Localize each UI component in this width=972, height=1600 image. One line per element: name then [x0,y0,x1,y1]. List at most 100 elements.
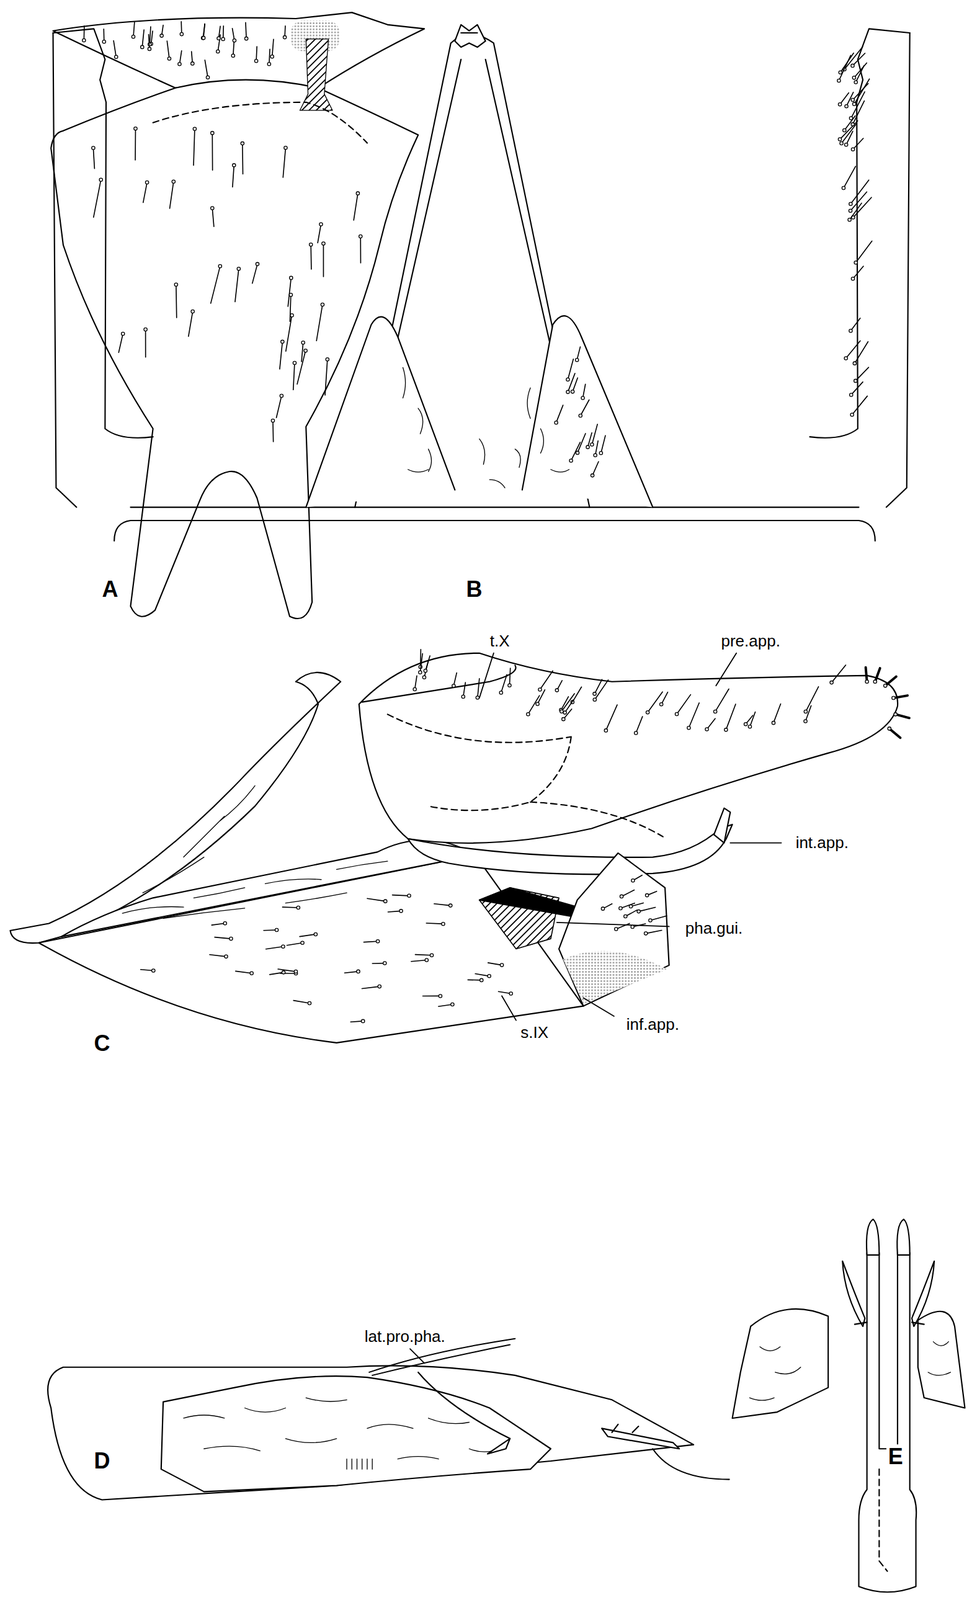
seta [309,243,313,270]
seta-line [477,678,480,698]
seta [131,22,135,39]
seta [209,954,228,959]
seta-socket [210,131,215,135]
seta-socket [217,36,221,40]
seta-line [889,728,901,738]
membrane [61,839,476,937]
seta-socket [644,931,648,935]
seta-socket [121,331,125,335]
seta-socket [192,127,197,131]
seta-socket [289,293,293,297]
seta-socket [852,102,857,106]
seta-line [488,962,502,966]
seta-line [353,193,358,221]
seta-socket [873,679,877,683]
seta-socket [441,922,445,926]
seta [221,26,225,41]
seta-socket [849,329,853,333]
seta-line [852,83,869,100]
seta-socket [289,276,293,280]
seta [353,191,360,221]
seta-socket [586,445,590,449]
seta-socket [634,731,638,735]
seta [771,703,781,724]
seta-socket [687,726,691,730]
seta [538,670,553,692]
seta-line [233,40,235,56]
seta-socket [844,104,848,108]
endotheca-wrinkles [183,1397,500,1469]
seta [674,694,691,716]
seta [893,712,910,719]
seta-socket [849,393,853,397]
seta [526,695,540,716]
seta [235,267,241,303]
seta-line [577,433,586,453]
seta-line [846,340,861,358]
seta-socket [296,905,300,909]
seta [628,902,644,908]
seta [851,101,865,126]
seta [252,262,260,284]
seta-socket [891,695,896,700]
seta-socket [499,963,504,967]
seta-socket [91,146,95,150]
seta [372,961,387,965]
hatched-bar [299,39,333,111]
seta-socket [413,687,417,691]
seta [887,726,901,738]
seta [287,940,305,946]
seta-line [725,704,736,730]
seta-socket [865,679,869,683]
seta-socket [309,243,313,247]
seta [359,234,363,264]
seta-socket [645,893,649,897]
seta [438,1002,455,1007]
seta-line [875,668,881,682]
seta [570,377,578,394]
seta-socket [131,35,135,39]
seta [392,893,412,897]
seta-line [650,915,667,920]
seta-line [773,703,781,723]
seta-line [591,424,598,445]
seta-line [527,695,540,714]
seta [724,704,736,732]
seta [838,53,854,75]
seta-socket [82,38,86,42]
seta-socket [303,349,308,353]
seta [166,40,171,61]
membrane-right [918,1311,966,1409]
seta [113,40,118,59]
seta [169,179,176,209]
seta-socket [743,722,747,726]
seta-line [93,179,102,218]
seta-socket [418,670,422,674]
seta-line [212,207,215,227]
seta [200,24,205,40]
seta-socket [229,936,233,940]
seta [566,373,576,394]
seta-socket [450,1002,455,1006]
seta [350,1019,365,1023]
seta [143,180,149,203]
seta-line [316,304,323,341]
seta [201,23,205,40]
seta-line [849,202,862,220]
part-label: inf.app. [624,1015,682,1034]
seta-socket [851,98,855,102]
seta-socket [267,62,271,66]
seta [321,241,326,277]
seta-socket [852,361,857,365]
panel-letter: D [91,1448,112,1474]
seta [849,179,870,206]
seta-line [595,441,598,456]
inferior-appendage [558,852,670,1007]
seta-line [392,895,410,896]
seta-line [620,903,635,909]
seta-socket [851,63,855,67]
lateral-spines [842,1261,935,1327]
seta [263,927,279,932]
seta-socket [249,971,254,975]
seta [361,984,381,989]
